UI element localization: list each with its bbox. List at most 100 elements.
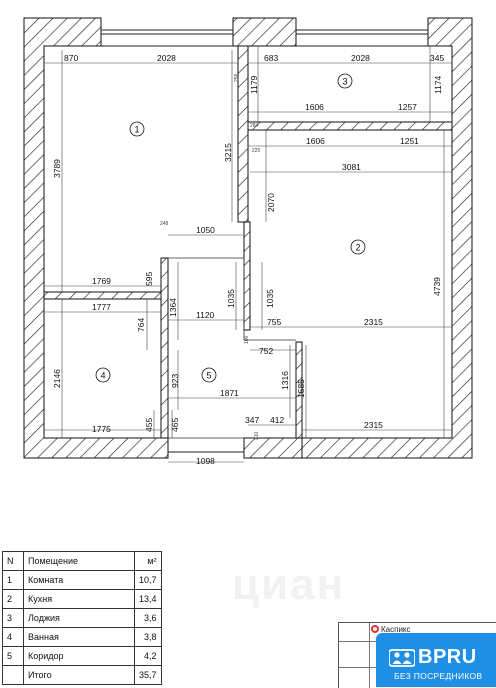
dim-2146: 2146 — [52, 369, 62, 388]
table-header: N — [2, 551, 24, 571]
dim-1257: 1257 — [398, 102, 417, 112]
watermark: циан — [232, 560, 346, 609]
dimension-lines — [44, 46, 452, 463]
dim-1050: 1050 — [196, 225, 215, 235]
table-cell: 1 — [2, 570, 24, 590]
dim-1174: 1174 — [433, 75, 443, 94]
dim-923: 923 — [170, 374, 180, 388]
room-markers — [95, 73, 366, 383]
company-name: Каспикс — [381, 625, 411, 634]
title-block-divider — [369, 623, 370, 688]
badge-title: BPRU — [418, 646, 477, 668]
badge-subtitle: БЕЗ ПОСРЕДНИКОВ — [394, 671, 483, 681]
table-header-row: N Помещение м² — [2, 551, 162, 571]
dim-347: 347 — [245, 415, 259, 425]
table-cell: 3 — [2, 608, 24, 628]
dim-3789: 3789 — [52, 159, 62, 178]
dim-455: 455 — [144, 418, 154, 432]
logo-mark-icon — [371, 625, 379, 633]
dim-1035-right: 1035 — [265, 289, 275, 308]
dim-345: 345 — [430, 53, 444, 63]
dim-225: 225 — [252, 148, 261, 154]
small-dimensions: 248 258 284 225 100 210 — [160, 73, 261, 440]
room-table: N Помещение м² 1 Комната 10,7 2 Кухня 13… — [2, 551, 162, 685]
windows — [101, 29, 428, 453]
table-cell — [2, 665, 24, 685]
table-cell: Лоджия — [23, 608, 135, 628]
table-cell: Ванная — [23, 627, 135, 647]
dim-755: 755 — [267, 317, 281, 327]
dim-2315-upper: 2315 — [364, 317, 383, 327]
dim-1606-upper: 1606 — [305, 102, 324, 112]
dim-1769: 1769 — [92, 276, 111, 286]
dim-1871: 1871 — [220, 388, 239, 398]
dim-4739: 4739 — [432, 277, 442, 296]
dim-1035-left: 1035 — [226, 289, 236, 308]
dim-1316: 1316 — [280, 371, 290, 390]
table-cell: Комната — [23, 570, 135, 590]
table-cell: Кухня — [23, 589, 135, 609]
bpru-badge: BPRU БЕЗ ПОСРЕДНИКОВ — [376, 633, 496, 687]
dim-284: 284 — [250, 123, 259, 129]
table-cell: 3,6 — [134, 608, 162, 628]
room-number-2: 2 — [355, 243, 360, 253]
table-row: 5 Коридор 4,2 — [2, 646, 162, 666]
dim-210: 210 — [254, 431, 260, 440]
vertical-dimensions: 3789 3215 1179 1174 2070 4739 595 1364 1… — [52, 75, 443, 432]
dim-1606-lower: 1606 — [306, 136, 325, 146]
dim-465: 465 — [170, 418, 180, 432]
dim-595: 595 — [144, 272, 154, 286]
dim-3081: 3081 — [342, 162, 361, 172]
dim-100: 100 — [244, 335, 250, 344]
dim-2315-lower: 2315 — [364, 420, 383, 430]
room-number-labels: 1 2 3 4 5 — [100, 77, 360, 381]
table-row: 3 Лоджия 3,6 — [2, 608, 162, 628]
dim-3215: 3215 — [223, 143, 233, 162]
dim-1777: 1777 — [92, 302, 111, 312]
dim-412: 412 — [270, 415, 284, 425]
room-number-3: 3 — [342, 77, 347, 87]
dim-1775: 1775 — [92, 424, 111, 434]
table-cell: 13,4 — [134, 589, 162, 609]
table-cell: 35,7 — [134, 665, 162, 685]
dim-870: 870 — [64, 53, 78, 63]
room-outlines — [168, 257, 296, 439]
table-row: 4 Ванная 3,8 — [2, 627, 162, 647]
exterior-walls — [23, 17, 473, 459]
dim-1120: 1120 — [196, 310, 215, 320]
table-row: 2 Кухня 13,4 — [2, 589, 162, 609]
table-cell: 10,7 — [134, 570, 162, 590]
dim-258: 258 — [234, 73, 240, 82]
dim-1251: 1251 — [400, 136, 419, 146]
dim-683: 683 — [264, 53, 278, 63]
dim-1585: 1585 — [296, 379, 306, 398]
dim-2028-loggia: 2028 — [351, 53, 370, 63]
horizontal-dimensions: 870 2028 683 2028 345 1606 1257 1606 125… — [64, 53, 444, 466]
table-cell: Коридор — [23, 646, 135, 666]
floor-plan: 1 2 3 4 5 870 2028 683 2028 345 1606 125… — [23, 17, 473, 466]
table-header: м² — [134, 551, 162, 571]
room-number-1: 1 — [134, 125, 139, 135]
interior-walls — [43, 45, 453, 439]
table-row: 1 Комната 10,7 — [2, 570, 162, 590]
dim-1364: 1364 — [168, 298, 178, 317]
dim-752: 752 — [259, 346, 273, 356]
table-cell: 2 — [2, 589, 24, 609]
company-logo: Каспикс — [371, 625, 411, 634]
table-cell: 3,8 — [134, 627, 162, 647]
dim-764: 764 — [136, 318, 146, 332]
dim-248: 248 — [160, 221, 169, 227]
dim-1179: 1179 — [249, 75, 259, 94]
room-number-5: 5 — [206, 371, 211, 381]
dim-2070: 2070 — [266, 193, 276, 212]
table-cell: 4,2 — [134, 646, 162, 666]
table-header: Помещение — [23, 551, 135, 571]
table-cell: 5 — [2, 646, 24, 666]
table-row: Итого 35,7 — [2, 665, 162, 685]
table-cell: Итого — [23, 665, 135, 685]
dim-1098: 1098 — [196, 456, 215, 466]
dim-2028-room1: 2028 — [157, 53, 176, 63]
people-icon — [389, 649, 415, 667]
room-number-4: 4 — [100, 371, 105, 381]
table-cell: 4 — [2, 627, 24, 647]
